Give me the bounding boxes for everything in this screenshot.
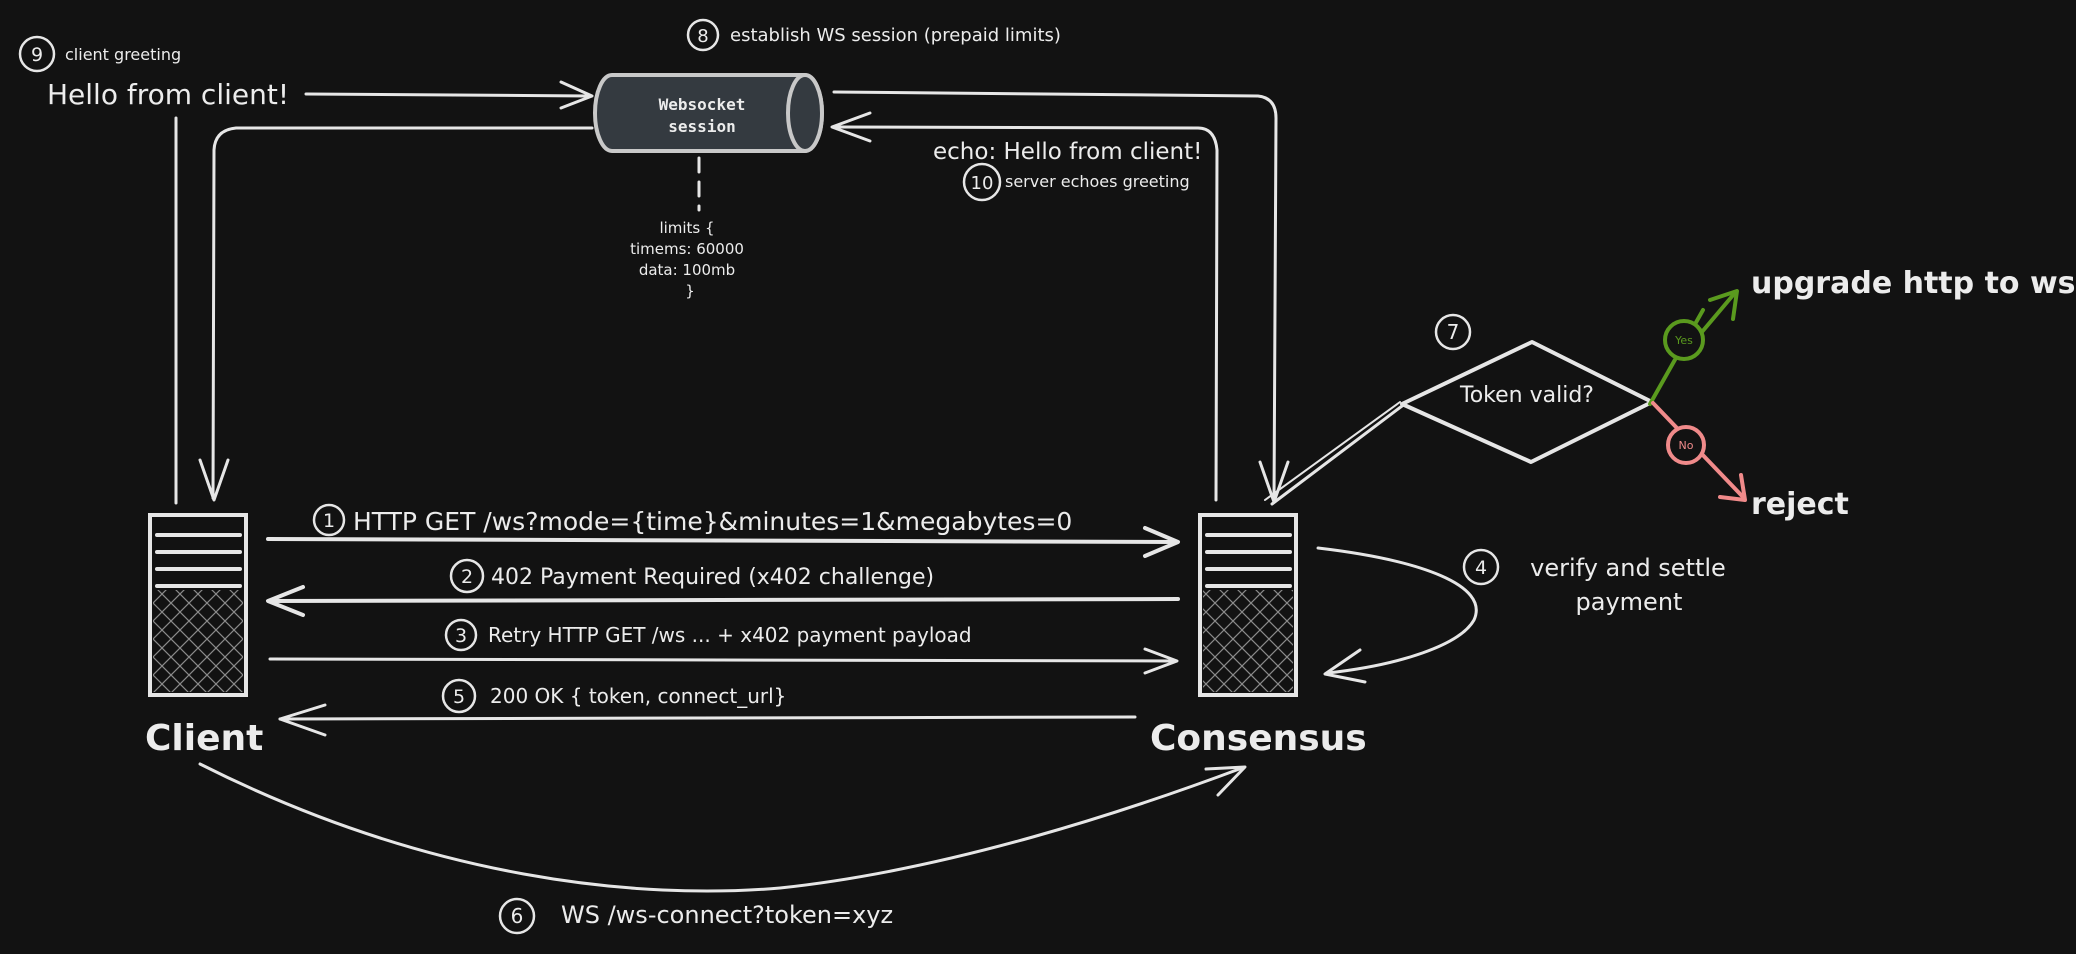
step-10-label: server echoes greeting (1005, 172, 1190, 191)
step-2-label: 402 Payment Required (x402 challenge) (491, 565, 934, 590)
step-6-number: 6 (511, 904, 524, 928)
step-4-badge (1462, 548, 1500, 586)
step-2-badge (449, 558, 485, 594)
echo-message: echo: Hello from client! (933, 139, 1202, 165)
step-7-label: Token valid? (1459, 383, 1594, 408)
step-6-badge (498, 897, 536, 935)
step-2-arrow (266, 585, 1180, 617)
step-2-number: 2 (461, 566, 473, 588)
step-7-badge (1434, 313, 1472, 351)
consensus-server-icon (1198, 513, 1298, 697)
step-9-number: 9 (31, 44, 43, 66)
step-1-arrow (266, 526, 1180, 558)
step-5-label: 200 OK { token, connect_url} (490, 684, 786, 708)
step-4-label-line2: payment (1576, 588, 1683, 616)
limits-line: data: 100mb (639, 261, 735, 279)
consensus-to-decision-connector (1264, 401, 1404, 506)
yes-badge (1663, 319, 1705, 361)
step-5-arrow (278, 703, 1137, 737)
step-1-number: 1 (323, 510, 335, 532)
step-3-badge (444, 618, 478, 652)
echo-to-session-arrow (830, 111, 1219, 502)
hello-message: Hello from client! (47, 78, 289, 111)
consensus-label: Consensus (1150, 718, 1367, 759)
limits-line: timems: 60000 (630, 240, 744, 258)
limits-line: } (685, 282, 695, 300)
limits-line: limits { (659, 219, 714, 237)
client-server-icon (148, 513, 248, 697)
step-3-label: Retry HTTP GET /ws ... + x402 payment pa… (488, 623, 972, 647)
step-3-number: 3 (455, 625, 467, 647)
step-10-badge (962, 162, 1002, 202)
step-9-badge (18, 35, 56, 73)
step-5-number: 5 (453, 686, 465, 708)
step-6-label: WS /ws-connect?token=xyz (561, 901, 893, 929)
step-7-number: 7 (1447, 320, 1460, 344)
no-outcome-label: reject (1751, 487, 1849, 522)
step-8-label: establish WS session (prepaid limits) (730, 25, 1061, 46)
step-4-label-line1: verify and settle (1530, 554, 1726, 582)
step-6-arrow (198, 762, 1247, 893)
step-8-number: 8 (697, 26, 708, 47)
no-label: No (1679, 439, 1694, 452)
step-1-label: HTTP GET /ws?mode={time}&minutes=1&megab… (353, 507, 1072, 536)
step-3-arrow (268, 647, 1179, 675)
step-10-number: 10 (971, 173, 994, 194)
step-4-loop-arrow (1316, 546, 1478, 684)
step-4-number: 4 (1475, 557, 1487, 579)
step-5-badge (441, 678, 477, 714)
client-label: Client (145, 718, 263, 759)
websocket-session-cylinder (593, 73, 824, 153)
no-badge (1666, 425, 1706, 465)
session-label-line1: Websocket (659, 95, 746, 114)
yes-label: Yes (1674, 334, 1693, 347)
step-8-badge (686, 18, 720, 52)
step-1-badge (312, 503, 346, 537)
session-to-client-arrow (198, 126, 594, 502)
limits-block: limits { timems: 60000 data: 100mb } (630, 219, 744, 300)
hello-to-session-arrow (304, 80, 594, 110)
step-9-label: client greeting (65, 45, 181, 64)
yes-outcome-label: upgrade http to ws (1751, 266, 2076, 301)
session-label-line2: session (668, 117, 735, 136)
